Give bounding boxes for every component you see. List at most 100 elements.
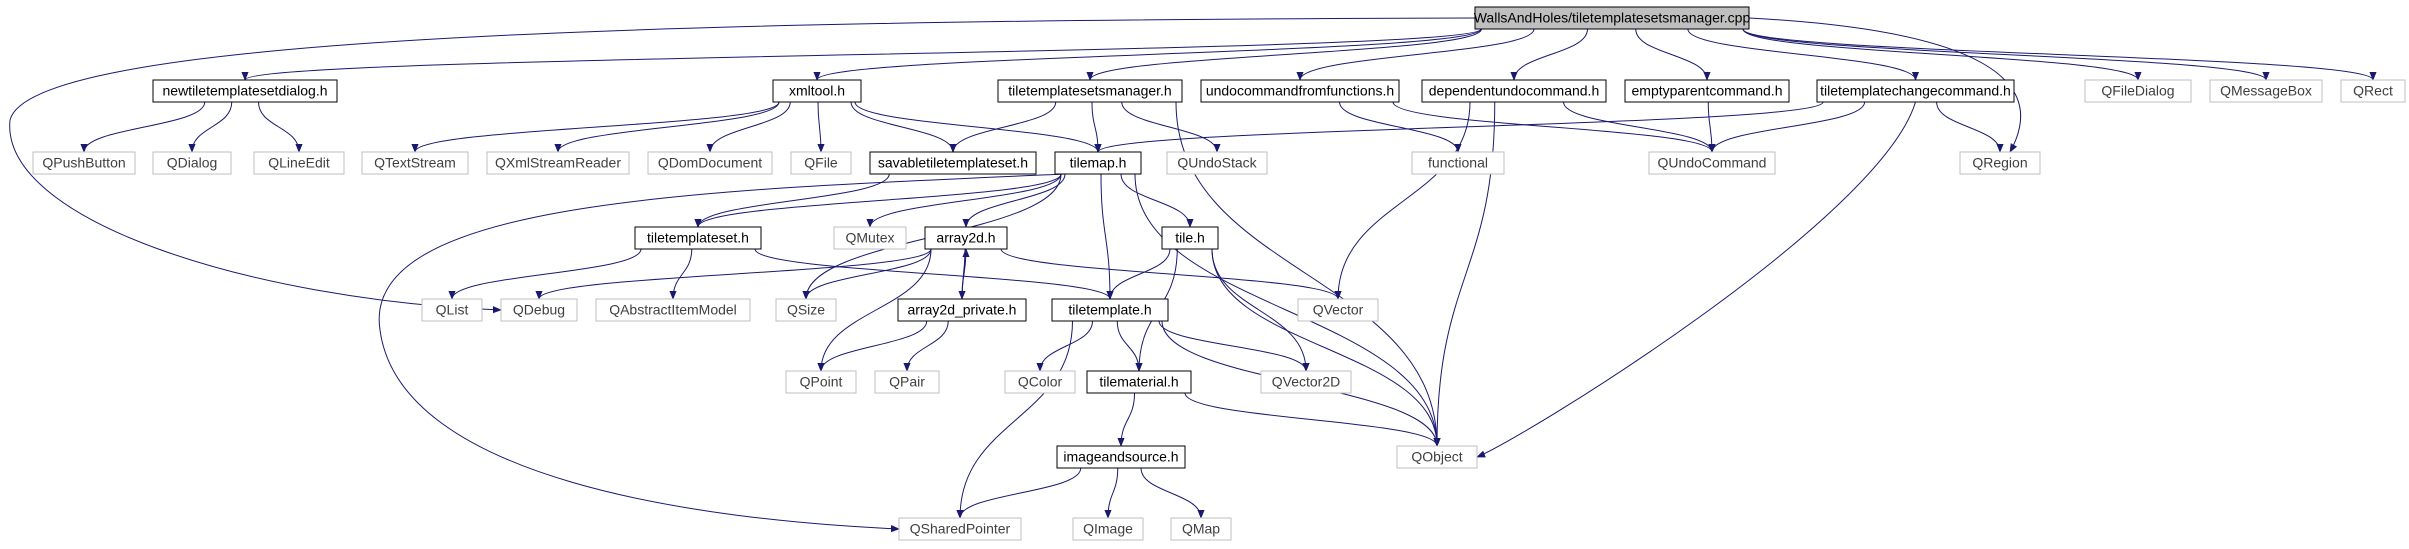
node-tilematerial-h[interactable]: tilematerial.h [1086,370,1192,394]
edge-line [866,173,1062,228]
edge-line [1748,17,2021,153]
edge-line [754,248,1114,300]
node-savabletiletemplateset-h[interactable]: savabletiletemplateset.h [869,151,1037,175]
edge-tiletemplatechangecommand-to-qobject [1476,101,1916,458]
node-wallsandholes-tiletemplatesetsmanager-cpp[interactable]: WallsAndHoles/tiletemplatesetsmanager.cp… [1474,6,1751,30]
node-qdebug: QDebug [500,298,578,322]
edge-line [956,320,1073,519]
node-box [253,151,345,175]
node-box [595,298,751,322]
edge-xmltool-to-qtextstream [411,101,780,153]
node-box [1086,370,1192,394]
edge-line [817,248,932,372]
node-box [1170,517,1232,541]
node-box [1959,151,2041,175]
node-label: QXmlStreamReader [495,155,621,171]
edge-imageandsource-to-qmap [1140,467,1205,519]
node-box [1054,151,1142,175]
node-tiletemplatechangecommand-h[interactable]: tiletemplatechangecommand.h [1816,79,2015,103]
edge-array2d-to-qvector [1000,248,1342,300]
node-box [32,151,136,175]
node-label: QPushButton [42,155,125,171]
node-box [1260,370,1352,394]
edge-line [554,101,780,153]
node-label: imageandsource.h [1063,449,1178,465]
node-label: QRect [2353,83,2393,99]
node-qrect: QRect [2340,79,2406,103]
edge-line [411,101,780,153]
edge-line [706,101,791,153]
node-label: QUndoStack [1177,155,1257,171]
edge-tilemap-to-qobject [1134,173,1441,447]
edge-line [378,173,1066,533]
node-box [1297,298,1379,322]
node-qregion: QRegion [1959,151,2041,175]
edge-savabletiletemplateset-to-tiletemplateset [694,173,890,228]
edge-undocommandfromfunctions-to-functional [1339,101,1462,153]
node-label: QImage [1083,521,1133,537]
edge-line [1742,28,2142,81]
edge-line [1116,320,1143,372]
node-newtiletemplatesetdialog-h[interactable]: newtiletemplatesetdialog.h [152,79,338,103]
node-label: QTextStream [374,155,456,171]
node-box [869,151,1037,175]
node-tilemap-h[interactable]: tilemap.h [1054,151,1142,175]
edge-imageandsource-to-qimage [1104,467,1119,519]
edge-line [813,28,1482,81]
node-emptyparentcommand-h[interactable]: emptyparentcommand.h [1624,79,1790,103]
node-box [1421,79,1607,103]
node-qtextstream: QTextStream [361,151,469,175]
edge-line [1563,101,1716,153]
node-qxmlstreamreader: QXmlStreamReader [486,151,630,175]
node-imageandsource-h[interactable]: imageandsource.h [1056,445,1186,469]
edge-line [1296,28,1535,81]
node-undocommandfromfunctions-h[interactable]: undocommandfromfunctions.h [1200,79,1400,103]
edge-line [1106,248,1171,300]
node-qlist: QList [421,298,483,322]
node-dependentundocommand-h[interactable]: dependentundocommand.h [1421,79,1607,103]
node-xmltool-h[interactable]: xmltool.h [772,79,862,103]
edge-line [1742,28,2377,81]
node-box [1411,151,1505,175]
edge-tile-to-qvector2d [1211,248,1310,372]
edge-tiletemplate-to-qsharedpointer [956,320,1073,519]
node-qsharedpointer: QSharedPointer [898,517,1022,541]
node-tiletemplatesetsmanager-h[interactable]: tiletemplatesetsmanager.h [997,79,1183,103]
edge-line [1104,467,1119,519]
edge-root-to-newtiletemplatesetdialog [241,28,1482,81]
edge-line [1687,28,1920,81]
node-box [1072,517,1144,541]
node-array2d-private-h[interactable]: array2d_private.h [897,298,1027,322]
node-box [1648,151,1776,175]
edge-line [903,320,949,372]
node-box [1474,6,1750,30]
node-label: QList [436,302,469,318]
node-tiletemplate-h[interactable]: tiletemplate.h [1051,298,1169,322]
edge-tiletemplateset-to-qabstractitemmodel [669,248,693,300]
node-box [874,370,940,394]
node-box [1166,151,1268,175]
edge-tilemap-to-qsharedpointer [378,173,1066,533]
node-label: QMap [1182,521,1220,537]
node-functional: functional [1411,151,1505,175]
edge-xmltool-to-savabletiletemplateset [850,101,957,153]
edge-line [669,248,693,300]
edge-line [535,248,932,300]
node-label: dependentundocommand.h [1429,83,1599,99]
edge-line [1100,173,1114,300]
edge-line [1036,320,1093,372]
edge-tilematerial-to-qobject [1184,392,1441,447]
node-array2d-h[interactable]: array2d.h [924,226,1008,250]
edge-root-to-qmessagebox [1742,28,2270,81]
node-label: tile.h [1175,230,1205,246]
node-tile-h[interactable]: tile.h [1161,226,1219,250]
node-label: WallsAndHoles/tiletemplatesetsmanager.cp… [1474,10,1751,26]
node-box [2209,79,2323,103]
node-label: QPair [889,374,925,390]
edge-tilemap-to-qmutex [866,173,1062,228]
node-qmap: QMap [1170,517,1232,541]
edge-dependentundocommand-to-qvector [1334,101,1471,300]
node-label: newtiletemplatesetdialog.h [163,83,328,99]
edge-newtiletemplatesetdialog-to-qdialog [188,101,233,153]
node-tiletemplateset-h[interactable]: tiletemplateset.h [634,226,762,250]
